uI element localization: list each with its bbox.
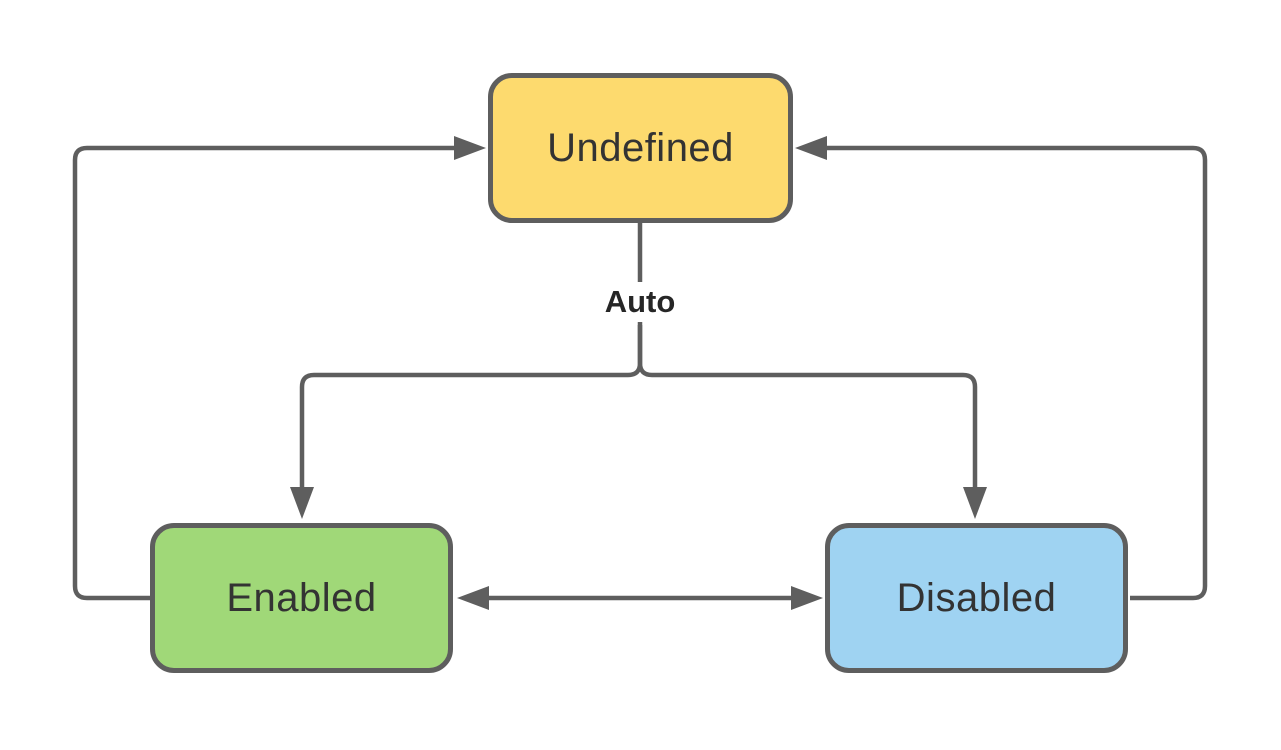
- edge-disabled-to-undefined: [825, 145, 1208, 601]
- arrowhead-into-disabled-top: [963, 487, 987, 519]
- state-node-enabled: Enabled: [150, 523, 453, 673]
- state-node-undefined: Undefined: [488, 73, 793, 223]
- edge-undefined-to-enabled: [299, 223, 643, 489]
- arrowhead-into-enabled-top: [290, 487, 314, 519]
- arrowhead-into-undefined-right: [795, 136, 827, 160]
- arrowhead-into-disabled-left: [791, 586, 823, 610]
- arrowhead-into-enabled-right: [457, 586, 489, 610]
- state-node-undefined-label: Undefined: [547, 125, 734, 170]
- edge-label-auto: Auto: [596, 282, 684, 322]
- state-node-disabled-label: Disabled: [896, 575, 1057, 620]
- edge-undefined-to-disabled: [637, 325, 978, 489]
- edge-enabled-to-undefined: [72, 145, 456, 601]
- arrowhead-into-undefined-left: [454, 136, 486, 160]
- state-node-enabled-label: Enabled: [226, 575, 377, 620]
- state-node-disabled: Disabled: [825, 523, 1128, 673]
